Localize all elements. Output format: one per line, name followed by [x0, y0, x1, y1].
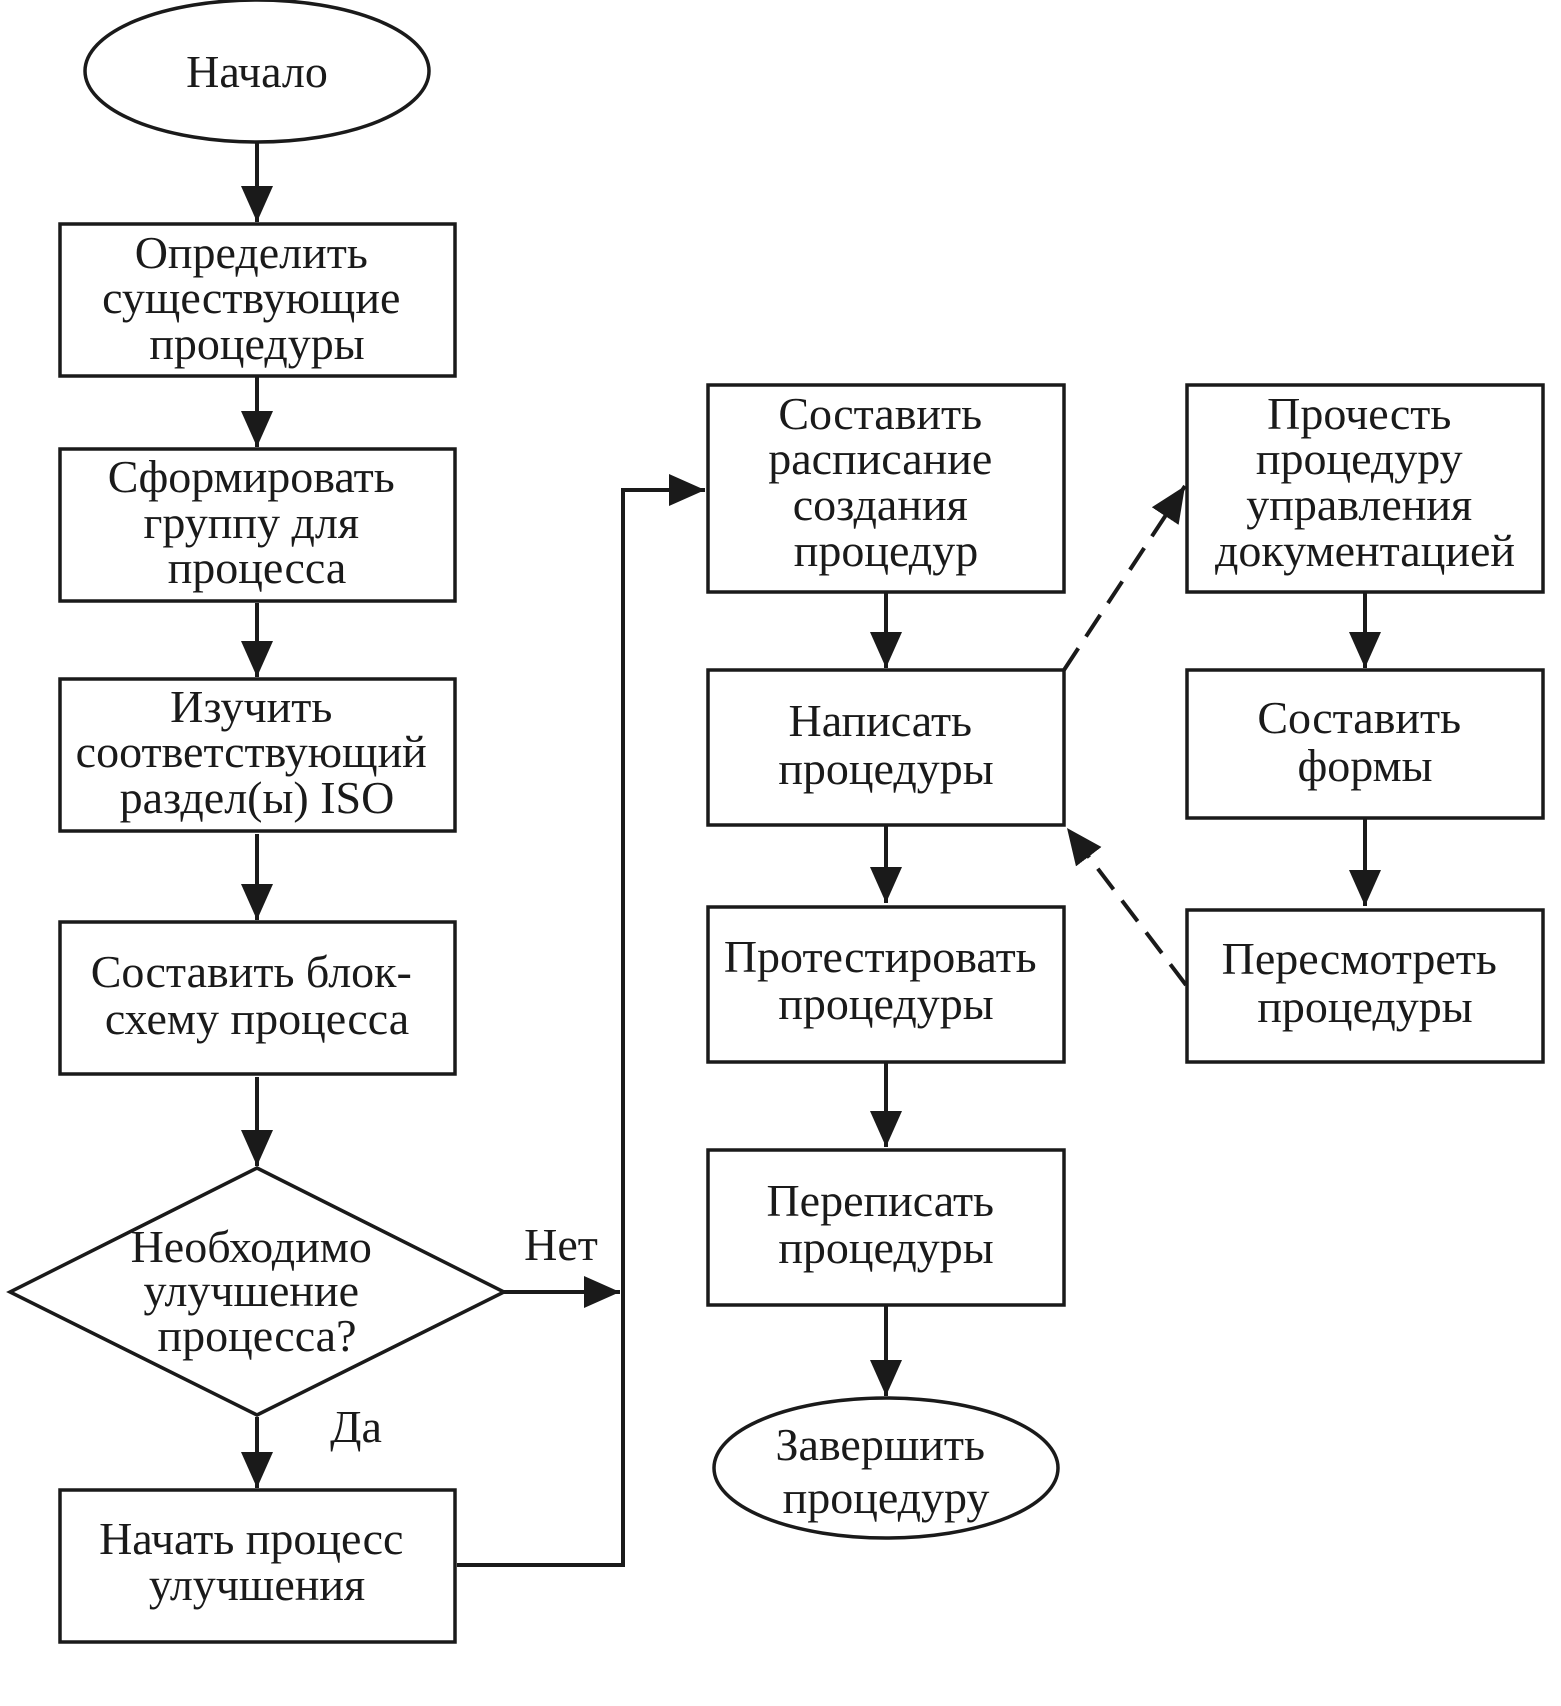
- line: Пересмотреть: [1222, 933, 1497, 984]
- node-start-improve: [58, 1488, 457, 1644]
- line: существующие: [102, 272, 400, 323]
- node-start: [83, 0, 431, 144]
- node-rewrite: [706, 1148, 1066, 1307]
- node-schedule-label: Составить расписание создания процедур: [768, 388, 1004, 576]
- line: процедуру: [783, 1472, 990, 1523]
- line: соответствующий: [76, 726, 427, 777]
- node-decision-label: Необходимо улучшение процесса?: [131, 1221, 384, 1361]
- line: улучшение: [143, 1265, 359, 1316]
- line: Написать: [788, 695, 972, 746]
- line: процедуру: [1256, 433, 1463, 484]
- line: процедуры: [778, 1222, 993, 1273]
- node-identify-label: Определить существующие процедуры: [102, 227, 412, 369]
- line: Составить: [1257, 692, 1461, 743]
- line: Сформировать: [108, 451, 395, 502]
- node-write: [706, 668, 1066, 827]
- line: Необходимо: [131, 1221, 372, 1272]
- line: расписание: [768, 433, 992, 484]
- line: Составить блок-: [91, 946, 412, 997]
- node-test-label: Протестировать процедуры: [724, 931, 1048, 1029]
- node-write-label: Написать процедуры: [778, 695, 993, 794]
- line: создания: [793, 479, 968, 530]
- node-read-doc: [1185, 383, 1545, 594]
- node-identify: [58, 222, 457, 378]
- line: формы: [1297, 740, 1432, 791]
- edge-review-write: [1065, 826, 1188, 987]
- line: Протестировать: [724, 931, 1037, 982]
- node-study-iso-label: Изучить соответствующий раздел(ы) ISO: [76, 681, 439, 823]
- node-start-improve-label: Начать процесс улучшения: [99, 1513, 415, 1610]
- node-test: [706, 905, 1066, 1064]
- edge-write-read-doc: [1062, 484, 1187, 672]
- node-start-label: Начало: [186, 46, 328, 97]
- node-finish-label: Завершить процедуру: [776, 1419, 997, 1523]
- line: процедуры: [1257, 981, 1472, 1032]
- node-review-label: Пересмотреть процедуры: [1222, 933, 1509, 1032]
- node-make-chart: [58, 920, 457, 1076]
- node-study-iso: [58, 677, 457, 833]
- node-read-doc-label: Прочесть процедуру управления документац…: [1215, 388, 1515, 576]
- line: раздел(ы) ISO: [120, 772, 395, 823]
- line: процедуры: [778, 743, 993, 794]
- node-schedule: [706, 383, 1066, 594]
- line: процедуры: [778, 978, 993, 1029]
- line: процедур: [794, 525, 978, 576]
- line: Завершить: [776, 1419, 985, 1470]
- line: документацией: [1215, 525, 1515, 576]
- line: схему процесса: [105, 993, 409, 1044]
- edge-start-improve-schedule: [457, 474, 705, 1567]
- node-forms-label: Составить формы: [1257, 692, 1472, 791]
- line: Прочесть: [1267, 388, 1451, 439]
- node-finish: [712, 1396, 1060, 1540]
- line: процесса?: [157, 1310, 356, 1361]
- edge-label-yes: Да: [330, 1401, 382, 1452]
- node-form-group-label: Сформировать группу для процесса: [108, 451, 406, 593]
- line: улучшения: [149, 1559, 365, 1610]
- line: процесса: [168, 542, 347, 593]
- line: Определить: [135, 227, 368, 278]
- line: Переписать: [766, 1175, 994, 1226]
- node-rewrite-label: Переписать процедуры: [766, 1175, 1005, 1273]
- line: Изучить: [170, 681, 332, 732]
- edges: [241, 142, 1381, 1567]
- node-decision: [6, 1166, 508, 1417]
- node-review: [1185, 908, 1545, 1064]
- line: управления: [1246, 479, 1472, 530]
- line: Начало: [186, 46, 328, 97]
- line: процедуры: [149, 318, 364, 369]
- line: Начать процесс: [99, 1513, 403, 1564]
- line: группу для: [143, 497, 359, 548]
- edge-label-no: Нет: [524, 1219, 598, 1270]
- node-make-chart-label: Составить блок- схему процесса: [91, 946, 424, 1044]
- node-forms: [1185, 668, 1545, 820]
- line: Составить: [778, 388, 982, 439]
- node-form-group: [58, 447, 457, 603]
